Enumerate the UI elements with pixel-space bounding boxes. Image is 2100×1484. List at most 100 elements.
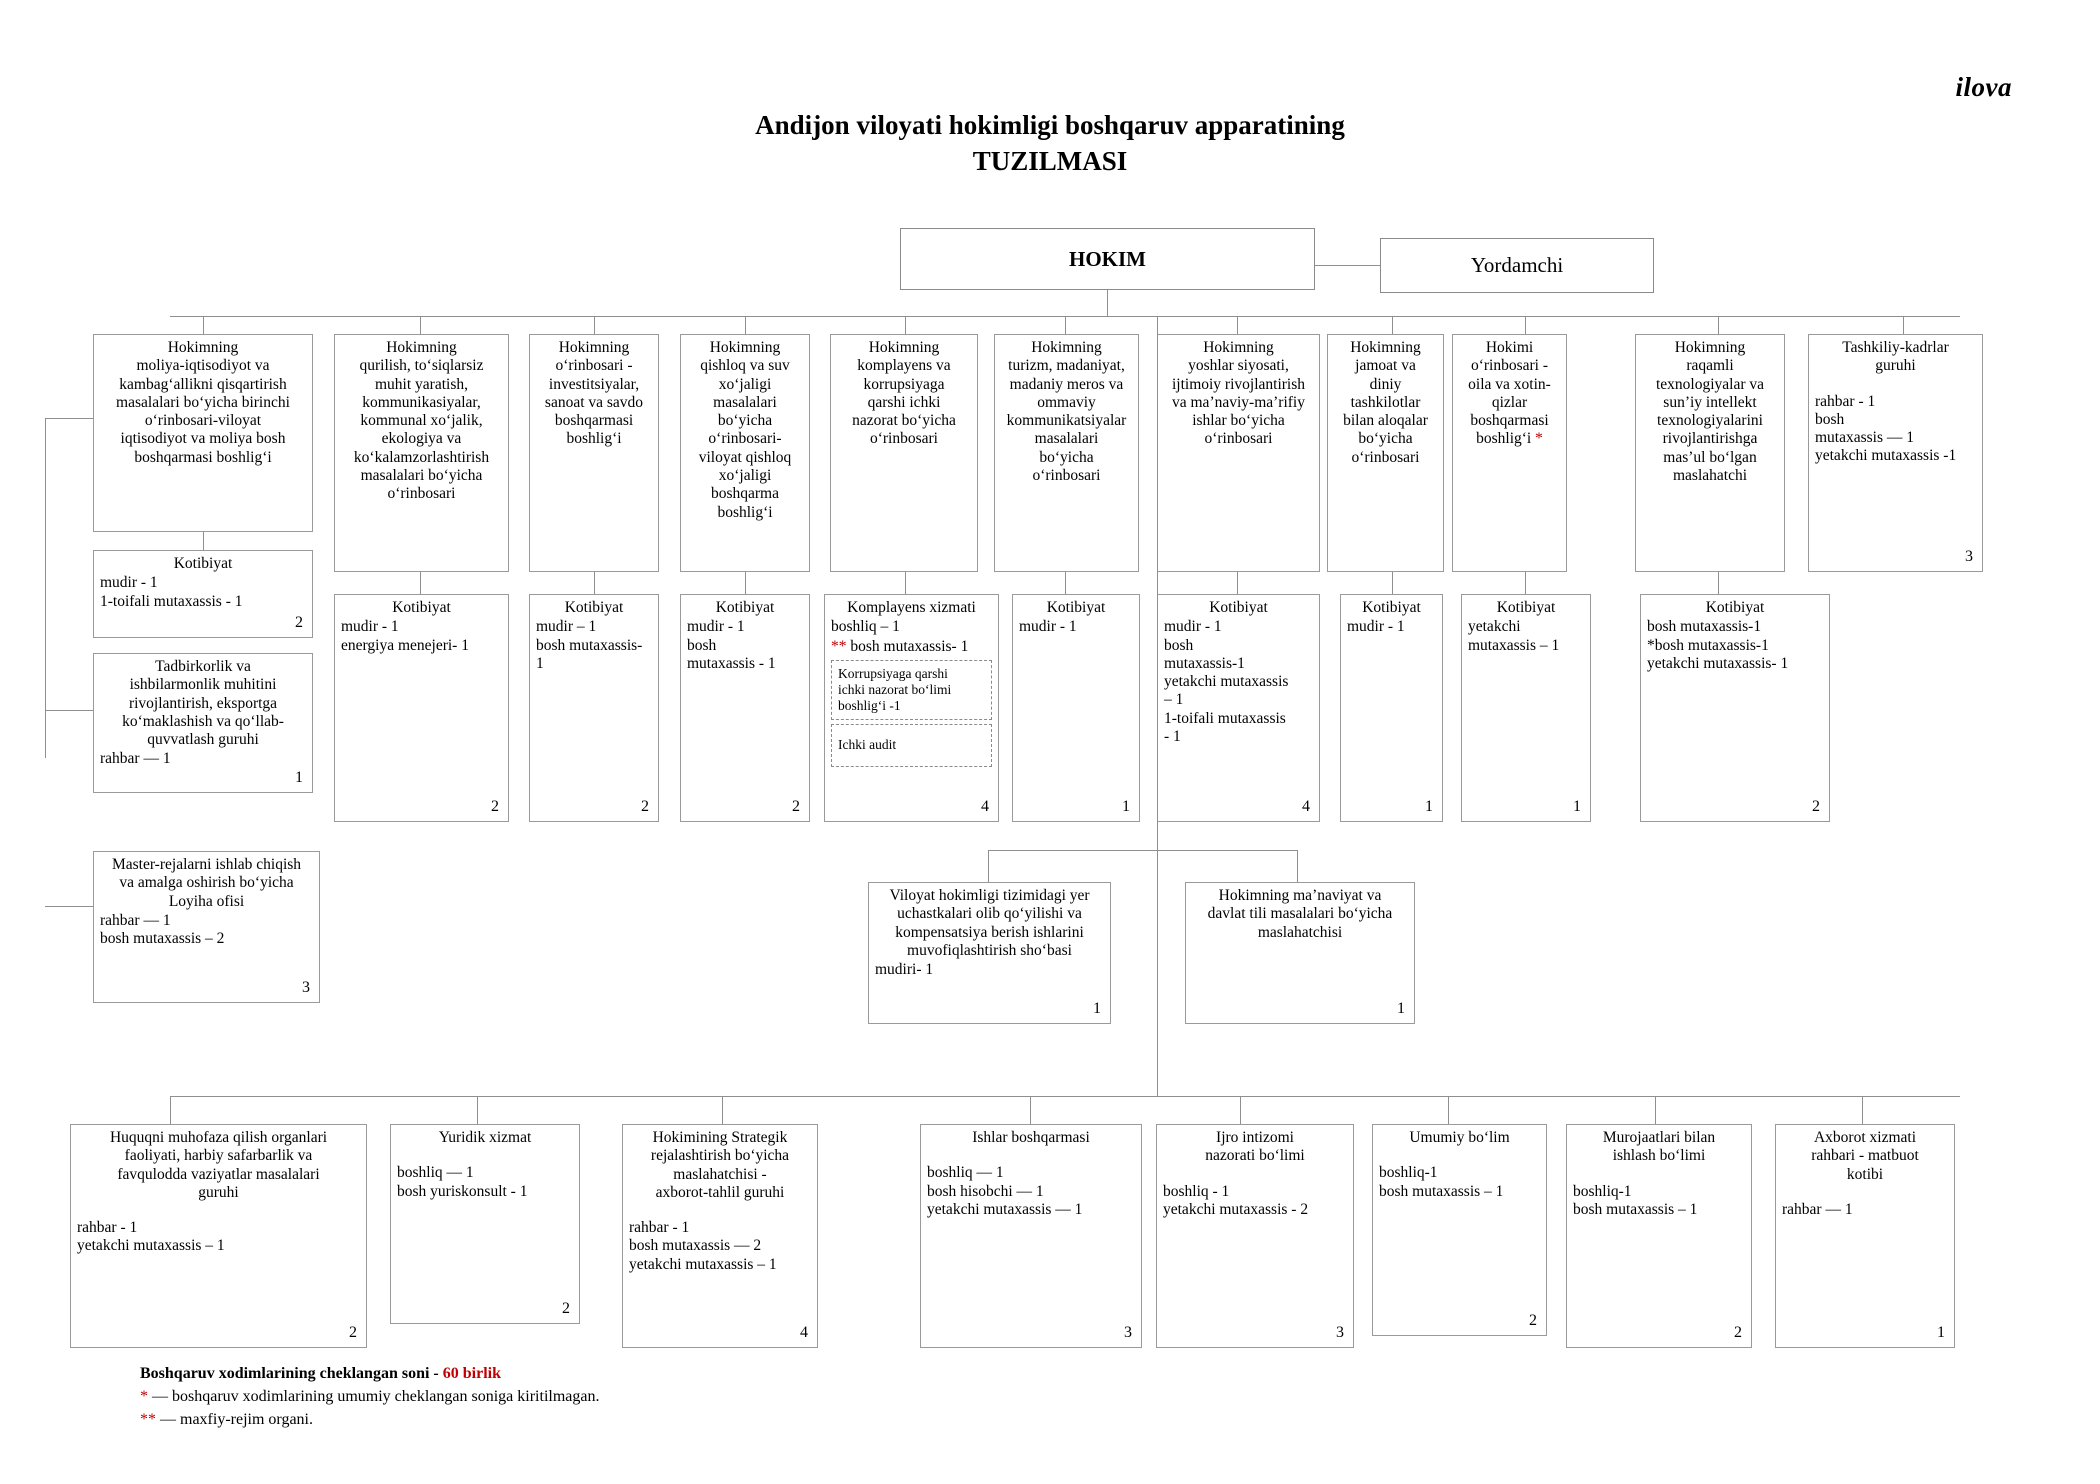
node-umumiy-body: boshliq-1 bosh mutaxassis – 1 (1379, 1164, 1504, 1200)
node-komplayens-xizmati[interactable]: Komplayens xizmati boshliq – 1 ** bosh m… (824, 594, 999, 822)
node-huquqni-muhofaza-guruhi[interactable]: Huquqni muhofaza qilish organlari faoliy… (70, 1124, 367, 1348)
node-secretariat-2-header: Kotibiyat (392, 599, 451, 616)
node-secretariat-6[interactable]: Kotibiyat mudir - 1 1 (1012, 594, 1140, 822)
connector-hokim-trunk (1107, 290, 1108, 316)
node-ishlar-boshqarmasi[interactable]: Ishlar boshqarmasi boshliq — 1 bosh hiso… (920, 1124, 1142, 1348)
legend-line-1: Boshqaruv xodimlarining cheklangan soni … (140, 1362, 599, 1385)
connector-d6-sec (1065, 572, 1066, 594)
node-umumiy-header: Umumiy bo‘lim (1409, 1129, 1510, 1146)
node-deputy-10-header: Hokimning raqamli texnologiyalar va sun’… (1655, 339, 1765, 484)
node-manaviyat-header: Hokimning ma’naviyat va davlat tili masa… (1207, 887, 1393, 941)
node-yuridik-xizmat[interactable]: Yuridik xizmat boshliq — 1 bosh yuriskon… (390, 1124, 580, 1324)
node-strategik-header: Hokimining Strategik rejalashtirish bo‘y… (650, 1129, 790, 1201)
connector-drop-middle-2 (1297, 850, 1298, 882)
legend-star-marker: * (140, 1388, 148, 1406)
connector-drop-d9 (1525, 316, 1526, 334)
node-tashkiliy-kadrlar-guruhi[interactable]: Tashkiliy-kadrlar guruhi rahbar - 1 bosh… (1808, 334, 1983, 572)
node-ijro-intizomi-bolimi[interactable]: Ijro intizomi nazorati bo‘limi boshliq -… (1156, 1124, 1354, 1348)
node-deputy-10[interactable]: Hokimning raqamli texnologiyalar va sun’… (1635, 334, 1785, 572)
node-kadrlar-body: rahbar - 1 bosh mutaxassis — 1 yetakchi … (1815, 392, 1957, 465)
node-tadbirkorlik-body: rahbar — 1 (100, 750, 171, 768)
node-master-rejalar-count: 3 (302, 979, 310, 997)
connector-drop-kadrlar (1903, 316, 1904, 334)
node-deputy-3-header: Hokimning o‘rinbosari - investitsiyalar,… (544, 339, 644, 448)
node-huquqni-header: Huquqni muhofaza qilish organlari faoliy… (109, 1129, 328, 1201)
connector-drop-d4 (745, 316, 746, 334)
connector-left-spine-top (45, 418, 93, 419)
node-hokim[interactable]: HOKIM (900, 228, 1315, 290)
legend-doublestar-text: — maxfiy-rejim organi. (156, 1411, 313, 1429)
node-deputy-2[interactable]: Hokimning qurilish, to‘siqlarsiz muhit y… (334, 334, 509, 572)
node-deputy-5[interactable]: Hokimning komplayens va korrupsiyaga qar… (830, 334, 978, 572)
legend: Boshqaruv xodimlarining cheklangan soni … (140, 1362, 599, 1432)
node-yer-uchastkalari-count: 1 (1093, 1000, 1101, 1018)
node-deputy-3[interactable]: Hokimning o‘rinbosari - investitsiyalar,… (529, 334, 659, 572)
node-deputy-4[interactable]: Hokimning qishloq va suv xo‘jaligi masal… (680, 334, 810, 572)
legend-doublestar-marker: ** (140, 1411, 156, 1429)
node-secretariat-10[interactable]: Kotibiyat bosh mutaxassis-1 *bosh mutaxa… (1640, 594, 1830, 822)
node-yer-uchastkalari-shobasi[interactable]: Viloyat hokimligi tizimidagi yer uchastk… (868, 882, 1111, 1024)
node-master-rejalar-loyiha-ofisi[interactable]: Master-rejalarni ishlab chiqish va amalg… (93, 851, 320, 1003)
node-yordamchi[interactable]: Yordamchi (1380, 238, 1654, 293)
node-axborot-header: Axborot xizmati rahbari - matbuot kotibi (1811, 1129, 1919, 1183)
node-secretariat-7[interactable]: Kotibiyat mudir - 1 bosh mutaxassis-1 ye… (1157, 594, 1320, 822)
node-axborot-count: 1 (1937, 1324, 1945, 1342)
node-ichki-audit[interactable]: Ichki audit (831, 724, 992, 767)
connector-d9-sec (1525, 572, 1526, 594)
connector-d4-sec (745, 572, 746, 594)
node-axborot-xizmati[interactable]: Axborot xizmati rahbari - matbuot kotibi… (1775, 1124, 1955, 1348)
title-line-1: Andijon viloyati hokimligi boshqaruv app… (755, 110, 1345, 140)
node-murojaatlar-bolimi[interactable]: Murojaatlari bilan ishlash bo‘limi boshl… (1566, 1124, 1752, 1348)
node-secretariat-6-count: 1 (1122, 798, 1130, 816)
node-deputy-8[interactable]: Hokimning jamoat va diniy tashkilotlar b… (1327, 334, 1444, 572)
node-deputy-7[interactable]: Hokimning yoshlar siyosati, ijtimoiy riv… (1157, 334, 1320, 572)
node-manaviyat-maslahatchisi[interactable]: Hokimning ma’naviyat va davlat tili masa… (1185, 882, 1415, 1024)
connector-drop-d3 (594, 316, 595, 334)
connector-drop-middle-1 (988, 850, 989, 882)
node-korrupsiyaga-qarshi-bolim[interactable]: Korrupsiyaga qarshi ichki nazorat bo‘lim… (831, 659, 992, 721)
node-secretariat-3-body: mudir – 1 bosh mutaxassis- 1 (536, 618, 643, 672)
node-secretariat-9[interactable]: Kotibiyat yetakchi mutaxassis – 1 1 (1461, 594, 1591, 822)
node-secretariat-9-header: Kotibiyat (1496, 599, 1556, 616)
connector-drop-d1 (203, 316, 204, 334)
node-strategik-rejalashtirish-guruhi[interactable]: Hokimining Strategik rejalashtirish bo‘y… (622, 1124, 818, 1348)
node-kadrlar-count: 3 (1965, 548, 1973, 566)
connector-drop-b3 (722, 1096, 723, 1124)
node-kadrlar-header: Tashkiliy-kadrlar guruhi (1842, 339, 1949, 375)
legend-line-3: ** — maxfiy-rejim organi. (140, 1408, 599, 1431)
connector-drop-d10 (1718, 316, 1719, 334)
node-ishlar-count: 3 (1124, 1324, 1132, 1342)
node-ijro-body: boshliq - 1 yetakchi mutaxassis - 2 (1163, 1182, 1309, 1218)
node-secretariat-2-count: 2 (491, 798, 499, 816)
node-umumiy-bolim[interactable]: Umumiy bo‘lim boshliq-1 bosh mutaxassis … (1372, 1124, 1547, 1336)
node-huquqni-body: rahbar - 1 yetakchi mutaxassis – 1 (77, 1219, 225, 1255)
node-secretariat-1[interactable]: Kotibiyat mudir - 1 1-toifali mutaxassis… (93, 550, 313, 638)
node-secretariat-3-count: 2 (641, 798, 649, 816)
node-deputy-1[interactable]: Hokimning moliya-iqtisodiyot va kambag‘a… (93, 334, 313, 532)
node-secretariat-9-count: 1 (1573, 798, 1581, 816)
node-murojaatlar-body: boshliq-1 bosh mutaxassis – 1 (1573, 1182, 1698, 1218)
node-deputy-9[interactable]: Hokimi o‘rinbosari - oila va xotin- qizl… (1452, 334, 1567, 572)
node-secretariat-8[interactable]: Kotibiyat mudir - 1 1 (1340, 594, 1443, 822)
connector-drop-d2 (420, 316, 421, 334)
node-deputy-6[interactable]: Hokimning turizm, madaniyat, madaniy mer… (994, 334, 1139, 572)
connector-drop-b7 (1655, 1096, 1656, 1124)
node-hokim-label: HOKIM (1069, 246, 1146, 271)
node-secretariat-2[interactable]: Kotibiyat mudir - 1 energiya menejeri- 1… (334, 594, 509, 822)
node-secretariat-7-count: 4 (1302, 798, 1310, 816)
node-tadbirkorlik-guruhi[interactable]: Tadbirkorlik va ishbilarmonlik muhitini … (93, 653, 313, 793)
node-secretariat-7-body: mudir - 1 bosh mutaxassis-1 yetakchi mut… (1164, 618, 1289, 745)
node-deputy-1-header: Hokimning moliya-iqtisodiyot va kambag‘a… (116, 339, 290, 466)
node-secretariat-3[interactable]: Kotibiyat mudir – 1 bosh mutaxassis- 1 2 (529, 594, 659, 822)
connector-drop-b1 (170, 1096, 171, 1124)
node-murojaatlar-header: Murojaatlari bilan ishlash bo‘limi (1602, 1129, 1716, 1165)
node-secretariat-8-header: Kotibiyat (1362, 599, 1421, 616)
connector-drop-d6 (1065, 316, 1066, 334)
node-secretariat-4[interactable]: Kotibiyat mudir - 1 bosh mutaxassis - 1 … (680, 594, 810, 822)
node-deputy-2-header: Hokimning qurilish, to‘siqlarsiz muhit y… (353, 339, 490, 503)
node-deputy-9-header: Hokimi o‘rinbosari - oila va xotin- qizl… (1468, 339, 1551, 448)
node-secretariat-10-count: 2 (1812, 798, 1820, 816)
node-secretariat-4-count: 2 (792, 798, 800, 816)
node-secretariat-4-header: Kotibiyat (715, 599, 775, 616)
